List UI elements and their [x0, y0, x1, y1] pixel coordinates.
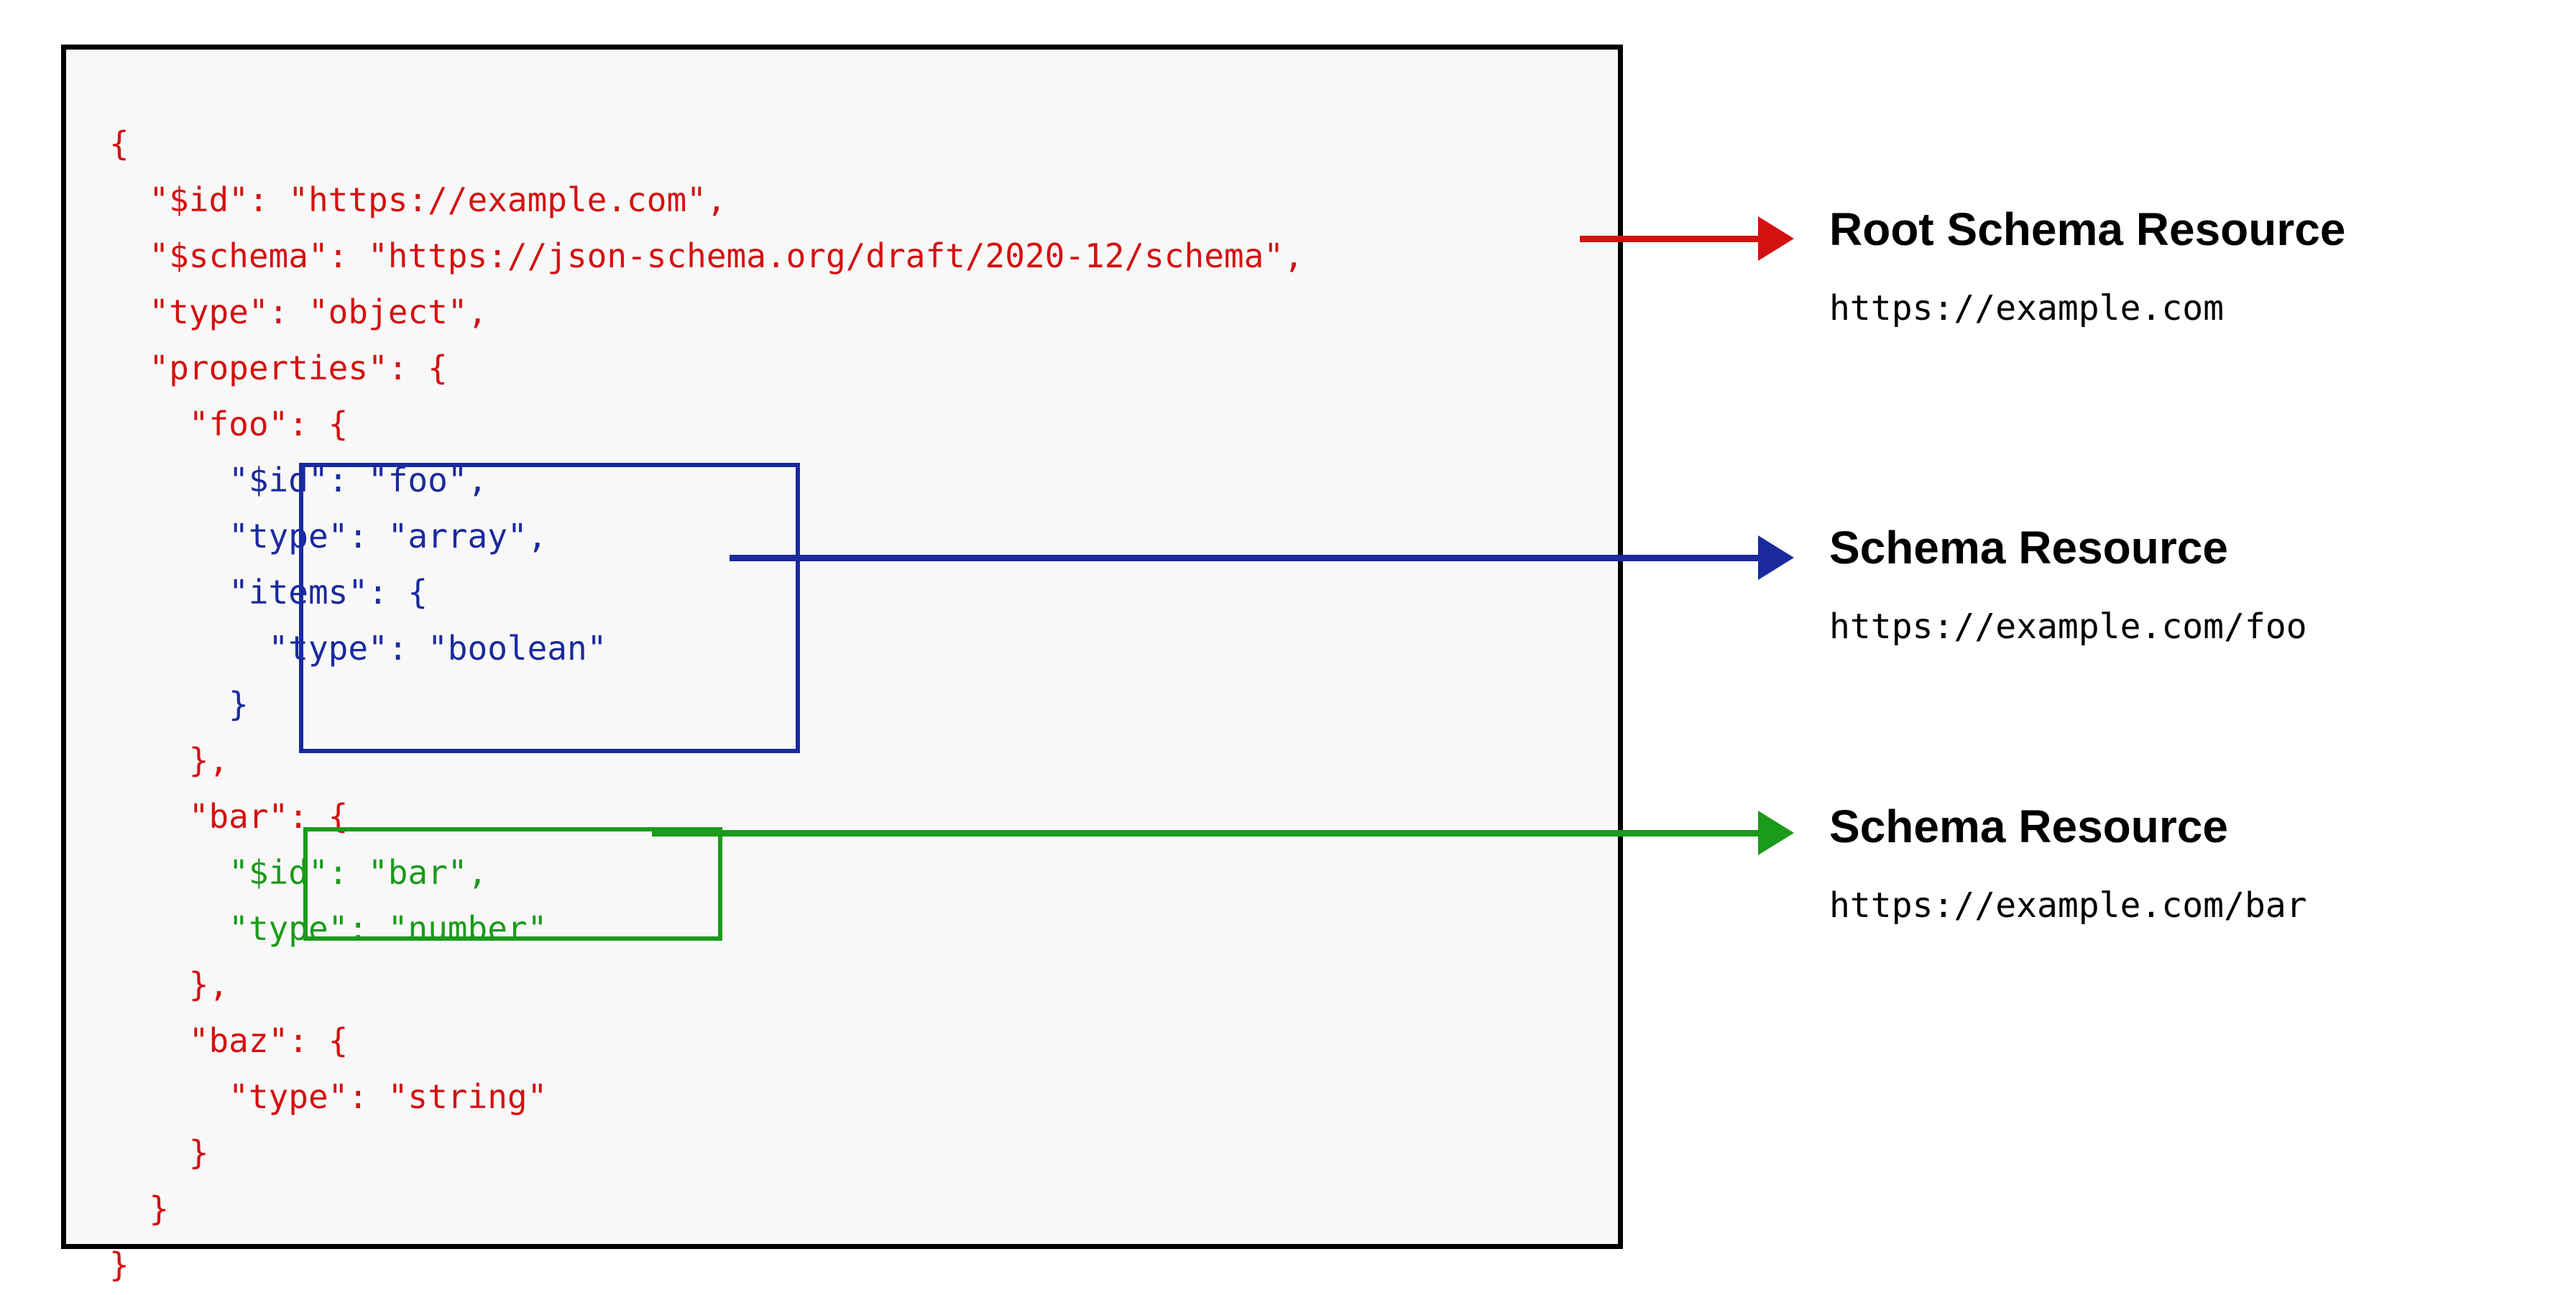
code-line-21: }	[109, 1245, 129, 1284]
code-line-9: "items": {	[109, 573, 428, 612]
arrowhead-root-icon	[1758, 216, 1794, 261]
code-line-10: "type": "boolean"	[109, 629, 607, 668]
annotation-uri-root: https://example.com	[1829, 288, 2225, 328]
annotation-uri-foo: https://example.com/foo	[1829, 607, 2307, 647]
arrowhead-foo-icon	[1758, 535, 1794, 580]
code-line-14: "$id": "bar",	[109, 853, 488, 892]
code-line-5: "properties": {	[109, 349, 448, 387]
code-line-2: "$id": "https://example.com",	[109, 180, 727, 219]
annotation-root-schema-resource: Root Schema Resource https://example.com	[1829, 203, 2345, 329]
highlight-box-bar-subschema	[303, 827, 722, 941]
code-line-8: "type": "array",	[109, 517, 548, 556]
arrowhead-bar-icon	[1758, 811, 1794, 855]
code-line-7: "$id": "foo",	[109, 461, 488, 499]
code-panel: { "$id": "https://example.com", "$schema…	[61, 45, 1623, 1284]
code-line-11: }	[109, 685, 249, 724]
connector-line-foo	[730, 555, 1775, 561]
annotation-bar-schema-resource: Schema Resource https://example.com/bar	[1829, 800, 2307, 926]
code-line-16: },	[109, 965, 229, 1004]
connector-line-bar	[652, 830, 1775, 837]
code-line-15: "type": "number"	[109, 909, 548, 948]
code-line-20: }	[109, 1189, 170, 1228]
annotation-title-bar: Schema Resource	[1829, 801, 2228, 852]
json-schema-code: { "$id": "https://example.com", "$schema…	[109, 116, 1304, 1293]
code-line-3: "$schema": "https://json-schema.org/draf…	[109, 236, 1304, 275]
annotation-title-root: Root Schema Resource	[1829, 203, 2346, 255]
annotation-uri-bar: https://example.com/bar	[1829, 885, 2307, 926]
code-line-17: "baz": {	[109, 1021, 349, 1060]
annotation-title-foo: Schema Resource	[1829, 522, 2228, 573]
code-line-12: },	[109, 741, 229, 780]
code-line-1: {	[109, 124, 129, 163]
connector-line-root	[1580, 236, 1775, 242]
code-line-13: "bar": {	[109, 797, 349, 836]
code-line-19: }	[109, 1133, 209, 1172]
annotation-foo-schema-resource: Schema Resource https://example.com/foo	[1829, 521, 2307, 648]
highlight-box-foo-subschema	[299, 463, 800, 753]
code-line-4: "type": "object",	[109, 292, 488, 331]
code-line-6: "foo": {	[109, 405, 349, 443]
code-line-18: "type": "string"	[109, 1077, 548, 1116]
